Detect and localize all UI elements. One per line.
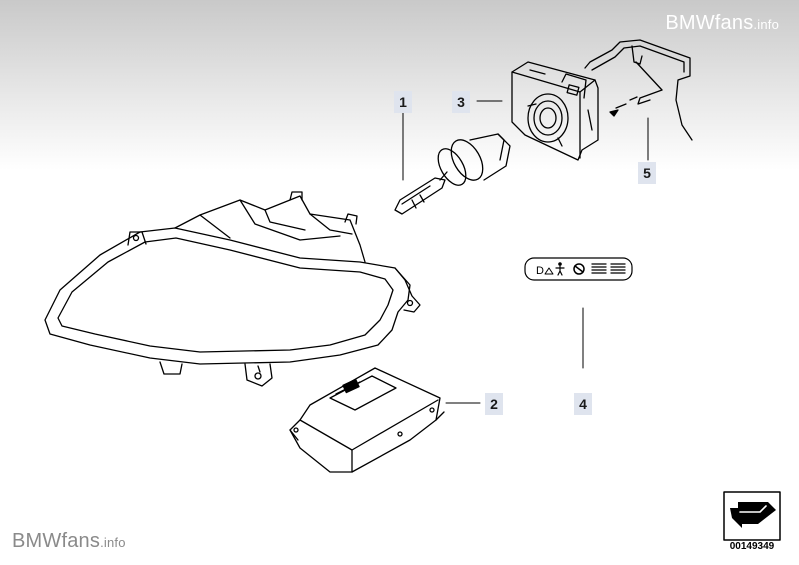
xenon-bulb-icon (394, 133, 511, 215)
wiring-harness-icon (584, 39, 693, 141)
watermark-top-brand: BMWfans (665, 12, 754, 34)
headlight-icon (44, 191, 421, 387)
callout-5: 5 (638, 162, 656, 184)
control-unit-icon (289, 367, 445, 473)
igniter-module-icon (511, 61, 599, 161)
callout-1: 1 (394, 91, 412, 113)
callout-4: 4 (574, 393, 592, 415)
svg-text:D: D (536, 265, 544, 277)
watermark-top: BMWfans.info (665, 12, 779, 35)
warning-label-icon: D (524, 257, 633, 281)
watermark-bottom-brand: BMWfans (12, 530, 101, 552)
leader-lines (402, 100, 649, 404)
diagram-code: 00149349 (729, 541, 775, 552)
callout-2: 2 (485, 393, 503, 415)
diagram-code-icon (723, 491, 781, 541)
callout-3: 3 (452, 91, 470, 113)
watermark-top-suffix: .info (753, 17, 779, 32)
watermark-bottom-suffix: .info (100, 535, 126, 550)
watermark-bottom: BMWfans.info (12, 530, 126, 553)
